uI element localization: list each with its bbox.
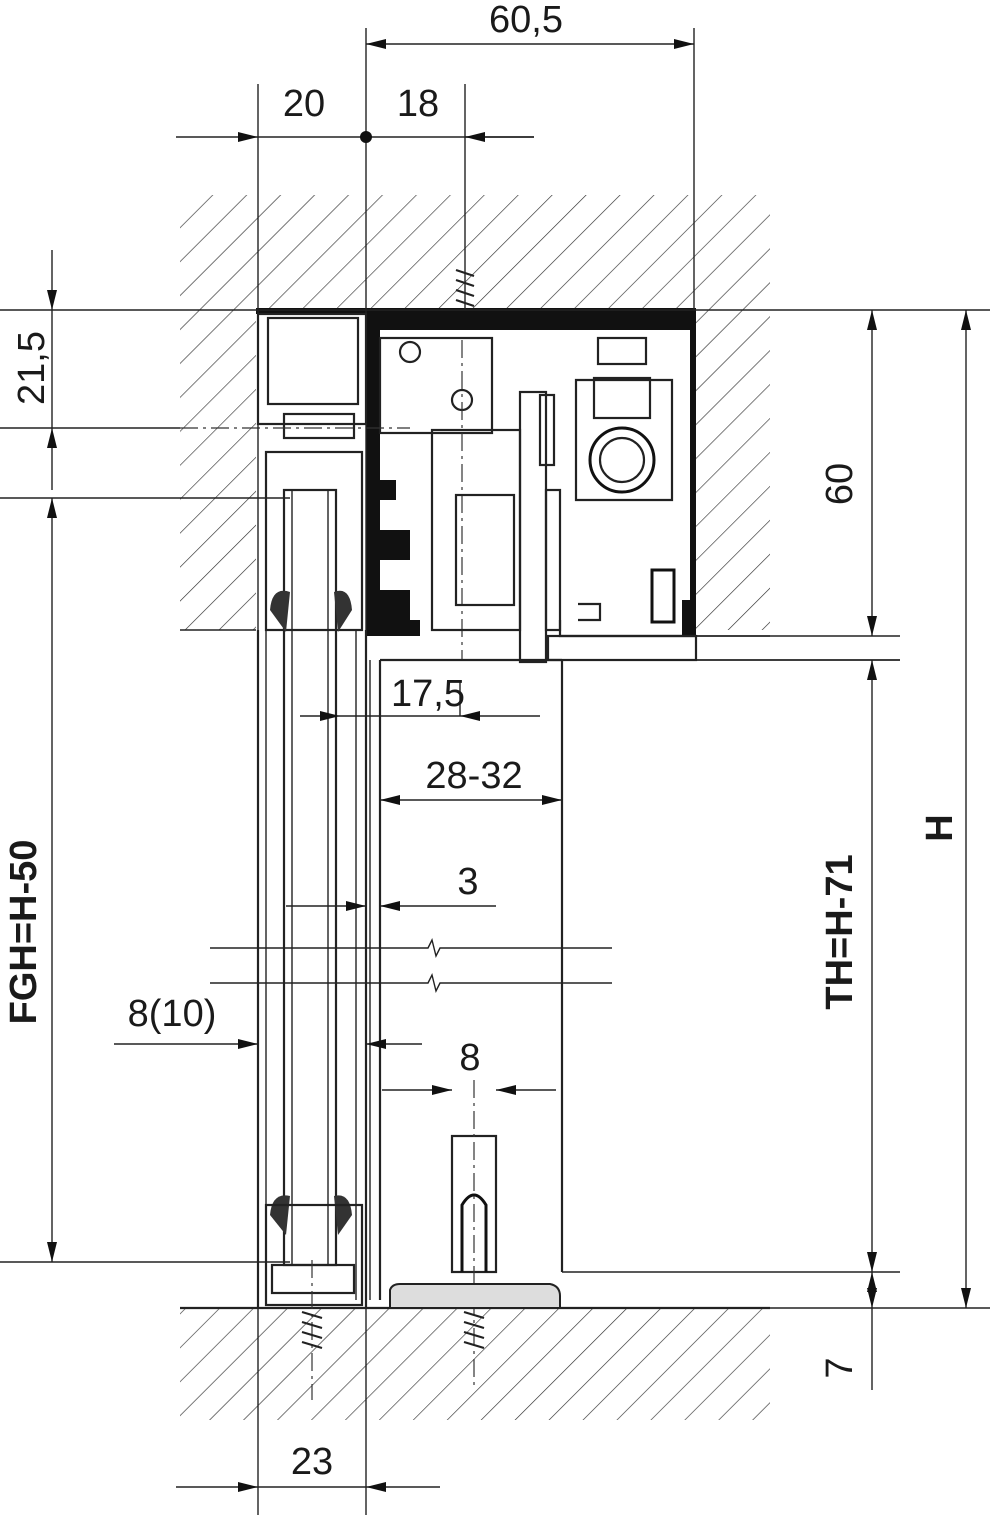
dim-h: H [919, 814, 961, 841]
dim-60-5: 60,5 [489, 0, 563, 41]
dim-60: 60 [819, 463, 861, 505]
dim-3: 3 [457, 861, 478, 903]
dim-28-32: 28-32 [425, 755, 522, 797]
top-track-profile [180, 308, 698, 664]
dim-17-5: 17,5 [391, 673, 465, 715]
dimension-lines [0, 28, 990, 1515]
floor-screw-left [301, 1310, 323, 1350]
floor-screw-right [463, 1310, 485, 1350]
dim-7: 7 [819, 1357, 861, 1378]
ceiling-hatch [180, 195, 770, 637]
dim-8-10: 8(10) [128, 993, 217, 1035]
dim-21-5: 21,5 [11, 331, 53, 405]
dim-fgh: FGH=H-50 [3, 840, 45, 1025]
dim-8: 8 [459, 1037, 480, 1079]
top-screw [455, 262, 475, 310]
dim-23: 23 [291, 1441, 333, 1483]
dim-th: TH=H-71 [819, 854, 861, 1009]
dim-20: 20 [283, 83, 325, 125]
sliding-door-panel [210, 635, 900, 1390]
dim-18: 18 [397, 83, 439, 125]
floor-hatch [180, 1306, 770, 1420]
